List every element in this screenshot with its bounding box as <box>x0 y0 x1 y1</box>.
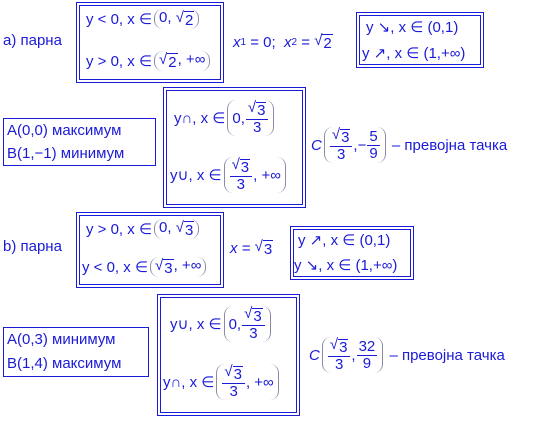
part-a-conv-cap: y∩, x ∈ 0, √3 3 <box>174 96 276 140</box>
part-b-conv-cup: y∪, x ∈ 0, √3 3 <box>170 302 273 346</box>
part-b-inflection: C √3 3 , 32 9 – превојна тачка <box>309 336 505 373</box>
sqrt-symbol: √3 <box>247 99 267 119</box>
part-b-sign-pos: y > 0, x ∈ 0, √3 <box>86 219 201 239</box>
part-a-extrema-box <box>3 118 156 166</box>
sqrt-symbol: √3 <box>231 156 251 176</box>
part-b-label: b) парна <box>3 238 62 255</box>
part-b-sign-neg: y < 0, x ∈ √3, +∞ <box>82 257 208 277</box>
part-a-extremum-max: A(0,0) максимум <box>7 122 122 139</box>
part-b-sign-box <box>76 212 224 288</box>
sqrt-symbol: √2 <box>314 32 333 52</box>
part-b-extremum-min: A(0,3) минимум <box>7 331 116 348</box>
part-b-convexity-box <box>157 294 300 416</box>
part-a-mono-inc: y ↗, x ∈ (1,+∞) <box>362 45 466 62</box>
part-a-sign-neg: y < 0, x ∈ 0, √2 <box>86 9 201 29</box>
part-a-monotonic-box <box>356 12 484 68</box>
sqrt-symbol: √3 <box>254 238 274 258</box>
part-a-sign-pos: y > 0, x ∈ √2, +∞ <box>86 51 212 71</box>
sqrt-symbol: √3 <box>244 305 263 325</box>
sqrt-symbol: √2 <box>159 51 178 71</box>
part-b-zero: x = √3 <box>230 238 274 258</box>
sqrt-symbol: √3 <box>175 219 195 239</box>
part-a-conv-cup: y∪, x ∈ √3 3 , +∞ <box>170 153 288 197</box>
part-a-inflection: C √3 3 ,− 5 9 – превојна тачка <box>311 126 508 163</box>
part-a-extremum-min: B(1,−1) минимум <box>7 145 125 162</box>
part-a-label: a) парна <box>3 32 62 49</box>
part-b-conv-cap: y∩, x ∈ √3 3 , +∞ <box>163 360 281 404</box>
part-b-monotonic-box <box>290 226 414 280</box>
sqrt-symbol: √3 <box>331 126 351 146</box>
part-a-sign-box <box>76 2 224 83</box>
part-b-extremum-max: B(1,4) максимум <box>7 355 122 372</box>
sqrt-symbol: √3 <box>155 257 174 277</box>
part-a-convexity-box <box>163 87 306 208</box>
sqrt-symbol: √2 <box>175 9 195 29</box>
part-b-mono-dec: y ↘, x ∈ (1,+∞) <box>294 257 398 274</box>
sqrt-symbol: √3 <box>224 363 243 383</box>
sqrt-symbol: √3 <box>329 336 349 356</box>
part-b-mono-inc: y ↗, x ∈ (0,1) <box>298 232 391 249</box>
part-b-extrema-box <box>3 327 149 377</box>
part-a-mono-dec: y ↘, x ∈ (0,1) <box>366 19 459 36</box>
